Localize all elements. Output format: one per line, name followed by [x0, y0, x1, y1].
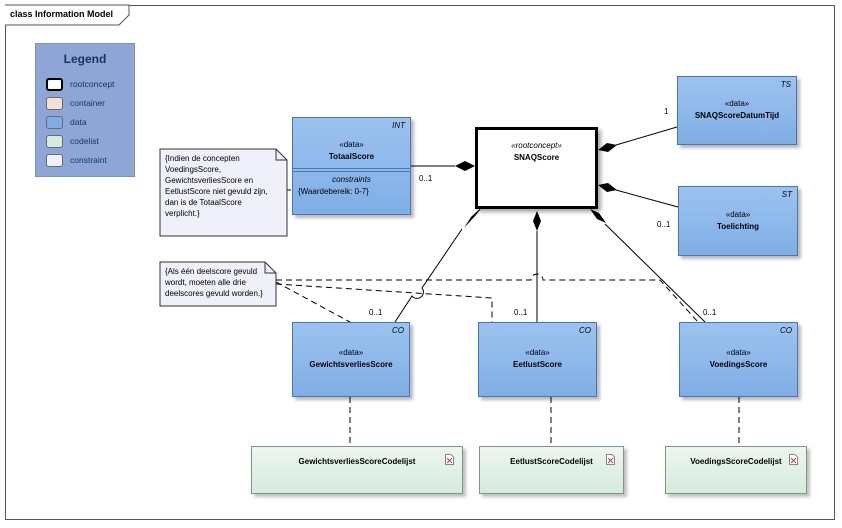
legend-label: rootconcept: [70, 79, 115, 89]
class-name: EetlustScore: [513, 360, 562, 369]
legend-item-rootconcept: rootconcept: [46, 76, 114, 92]
link-toelichting: [598, 183, 679, 208]
note-totaalscore[interactable]: {Indien de concepten VoedingsScore, Gewi…: [160, 149, 287, 236]
codelist-name: EetlustScoreCodelijst: [510, 457, 593, 466]
document-icon: [445, 454, 454, 465]
diagram-frame: [5, 5, 835, 520]
link-eetlust: [533, 211, 541, 322]
constraint-value: {Waardebereik: 0-7}: [298, 187, 369, 196]
class-snaqscore-root[interactable]: «rootconcept» SNAQScore: [475, 127, 598, 209]
legend-label: constraint: [70, 155, 107, 165]
class-totaalscore[interactable]: INT «data» TotaalScore constraints {Waar…: [292, 117, 411, 215]
multiplicity-toelichting: 0..1: [657, 220, 671, 229]
stereotype-label: «data»: [338, 348, 364, 357]
stereotype-label: «data»: [525, 348, 550, 357]
legend-swatch-rootconcept: [46, 77, 63, 91]
document-icon: [789, 454, 798, 465]
stereotype-label: «data»: [724, 99, 750, 108]
datatype-tag: ST: [781, 190, 792, 199]
class-toelichting[interactable]: ST «data» Toelichting: [678, 186, 798, 256]
codelist-voedingsscorecodelijst[interactable]: VoedingsScoreCodelijst: [665, 446, 807, 494]
legend-label: container: [70, 98, 105, 108]
legend-label: codelist: [70, 136, 99, 146]
datatype-tag: CO: [780, 326, 792, 335]
stereotype-label: «data»: [339, 140, 364, 149]
datatype-tag: INT: [392, 121, 405, 130]
codelist-name: VoedingsScoreCodelijst: [690, 457, 782, 466]
note-deelscore[interactable]: {Als één deelscore gevuld wordt, moeten …: [160, 262, 276, 306]
stereotype-label: «data»: [725, 210, 751, 219]
multiplicity-totaal: 0..1: [419, 174, 433, 183]
link-voeding: [590, 209, 706, 323]
legend-title: Legend: [63, 52, 107, 66]
class-name: VoedingsScore: [709, 360, 768, 369]
datatype-tag: TS: [780, 80, 791, 89]
class-name: SNAQScore: [513, 153, 560, 162]
dash-deelscore-note: [275, 273, 699, 323]
compartment-divider: [293, 168, 410, 169]
multiplicity-voeding: 0..1: [703, 308, 717, 317]
class-snaqscoredatumtijd[interactable]: TS «data» SNAQScoreDatumTijd: [677, 76, 797, 145]
frame-title: class Information Model: [10, 9, 114, 19]
legend-swatch-data: [46, 115, 63, 129]
legend-item-codelist: codelist: [46, 133, 99, 149]
stereotype-label: «rootconcept»: [511, 141, 562, 150]
dash-codelists: [349, 397, 740, 446]
class-eetlustscore[interactable]: CO «data» EetlustScore: [478, 322, 597, 397]
stereotype-label: «data»: [726, 348, 751, 357]
class-name: Toelichting: [716, 222, 760, 231]
note-deelscore-text: {Als één deelscore gevuld wordt, moeten …: [165, 267, 263, 298]
document-icon: [606, 454, 615, 465]
class-name: GewichtsverliesScore: [309, 360, 393, 369]
legend-swatch-codelist: [46, 134, 63, 148]
class-name: TotaalScore: [328, 152, 375, 161]
note-deelscore-shape: [159, 261, 277, 307]
link-datum: [598, 126, 678, 152]
legend-swatch-constraint: [46, 153, 63, 167]
datatype-tag: CO: [579, 326, 591, 335]
legend-panel: Legend rootconcept container data codeli…: [35, 43, 135, 177]
note-totaal-shape: [159, 148, 288, 237]
frame-title-tab: [5, 4, 130, 26]
multiplicity-eetlust: 0..1: [514, 308, 528, 317]
codelist-gewichtsverliesscorecodelijst[interactable]: GewichtsverliesScoreCodelijst: [251, 446, 463, 494]
codelist-name: GewichtsverliesScoreCodelijst: [298, 457, 416, 466]
legend-item-constraint: constraint: [46, 152, 107, 168]
legend-item-container: container: [46, 95, 105, 111]
multiplicity-gewicht: 0..1: [369, 308, 383, 317]
note-totaalscore-text: {Indien de concepten VoedingsScore, Gewi…: [165, 154, 268, 218]
link-totaal: [411, 161, 475, 171]
legend-swatch-container: [46, 96, 63, 110]
class-name: SNAQScoreDatumTijd: [694, 111, 780, 120]
legend-label: data: [70, 117, 87, 127]
compartment-divider: [293, 171, 410, 172]
constraints-heading: constraints: [332, 175, 371, 184]
codelist-eetlustscorecodelijst[interactable]: EetlustScoreCodelijst: [479, 446, 624, 494]
link-gewicht: [394, 206, 483, 323]
multiplicity-datum: 1: [664, 107, 669, 116]
class-gewichtsverliesscore[interactable]: CO «data» GewichtsverliesScore: [292, 322, 410, 397]
class-voedingsscore[interactable]: CO «data» VoedingsScore: [679, 322, 798, 397]
datatype-tag: CO: [392, 326, 404, 335]
legend-item-data: data: [46, 114, 87, 130]
